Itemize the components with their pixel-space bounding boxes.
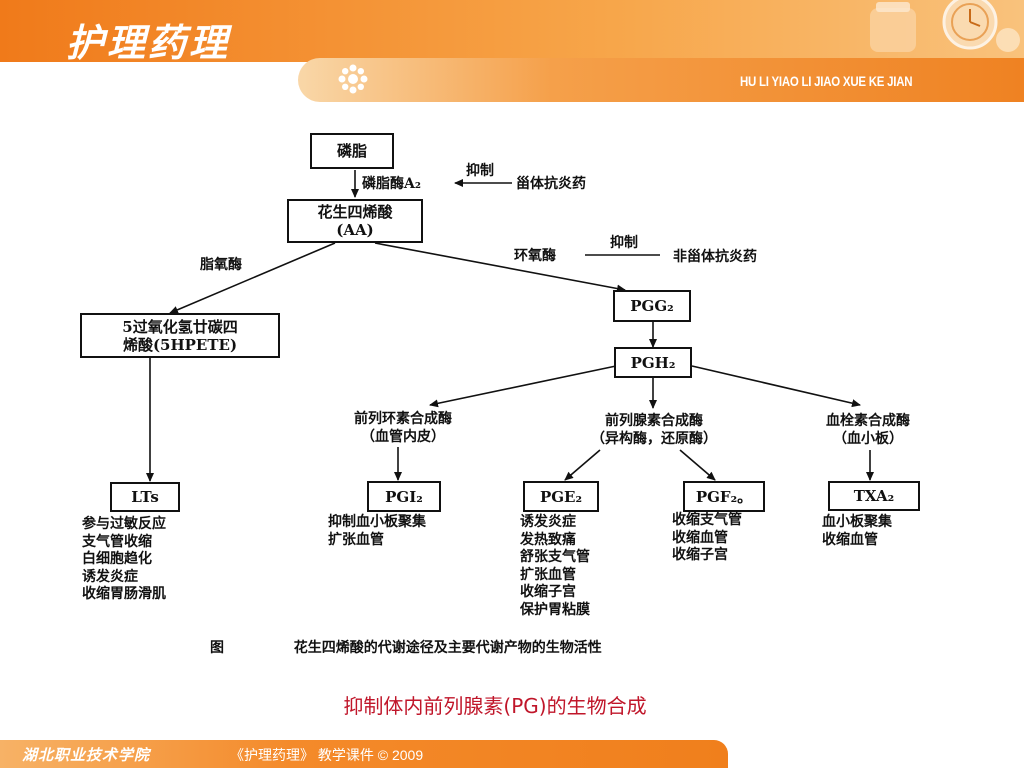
footer-bar [0,740,728,768]
arrow-to-pge2 [564,449,601,481]
label-nsaid: 非甾体抗炎药 [673,249,757,265]
slide-title: 抑制体内前列腺素(PG)的生物合成 [343,694,647,718]
effect-pge2-6: 保护胃粘膜 [520,601,590,618]
node-pgf2: PGF₂。 [683,481,765,512]
label-prostacyclin-synthase-line1: 前列环素合成酶 [354,411,452,427]
node-pgh2-label: PGH₂ [630,353,676,372]
effects-txa2: 血小板聚集 收缩血管 [822,514,892,549]
school-name: 湖北职业技术学院 [22,746,151,764]
header: 护理药理 HU LI YIAO LI JIAO XUE KE JIAN [0,0,1024,105]
label-tx-synthase: 血栓素合成酶 （血小板） [798,412,938,448]
header-subtitle: HU LI YIAO LI JIAO XUE KE JIAN [740,73,913,89]
arrow-pgh2-to-prostacyclin [429,365,617,408]
label-inhibit-1: 抑制 [466,163,494,179]
label-lipoxygenase: 脂氧酶 [200,257,242,273]
effect-pgi2-2: 扩张血管 [328,531,384,548]
arrow-aa-to-pgg2 [374,242,626,293]
effect-lts-1: 参与过敏反应 [82,516,166,532]
effects-pge2: 诱发炎症 发热致痛 舒张支气管 扩张血管 收缩子宫 保护胃粘膜 [520,514,590,619]
node-pgh2: PGH₂ [614,347,692,378]
effect-pgf2-3: 收缩子宫 [672,547,728,563]
arrow-to-pgf2 [679,449,716,481]
effect-txa2-2: 收缩血管 [822,531,878,548]
node-aa-line2: (AA) [336,221,374,239]
node-hpete-line2: 烯酸(5HPETE) [122,335,238,354]
node-phospholipid: 磷脂 [310,133,394,169]
effect-lts-5: 收缩胃肠滑肌 [82,586,166,602]
effect-pge2-5: 收缩子宫 [520,584,576,600]
label-pla2: 磷脂酶A₂ [362,176,421,192]
node-pge2: PGE₂ [523,481,599,512]
header-decoration-icon [870,0,1020,52]
label-pg-synthase-line2: （异构酶，还原酶） [591,431,717,447]
label-pg-synthase-line1: 前列腺素合成酶 [605,413,703,429]
node-phospholipid-label: 磷脂 [336,142,367,160]
node-5hpete: 5过氧化氢廿碳四 烯酸(5HPETE) [80,313,280,358]
effect-pge2-4: 扩张血管 [520,566,576,583]
figure-caption: 图 花生四烯酸的代谢途径及主要代谢产物的生物活性 [210,637,602,657]
effects-lts: 参与过敏反应 支气管收缩 白细胞趋化 诱发炎症 收缩胃肠滑肌 [82,516,166,604]
label-prostacyclin-synthase: 前列环素合成酶 （血管内皮） [318,410,488,446]
effect-pge2-2: 发热致痛 [520,531,576,548]
effect-pgi2-1: 抑制血小板聚集 [328,514,426,530]
effect-txa2-1: 血小板聚集 [822,514,892,530]
figure-caption-prefix: 图 [210,640,224,656]
effect-pge2-1: 诱发炎症 [520,514,576,530]
node-lts: LTs [110,482,180,512]
flower-icon [338,64,368,94]
effects-pgi2: 抑制血小板聚集 扩张血管 [328,514,426,549]
footer-text: 《护理药理》 教学课件 © 2009 [230,747,424,763]
label-cyclooxygenase: 环氧酶 [514,248,556,264]
figure-caption-text: 花生四烯酸的代谢途径及主要代谢产物的生物活性 [293,640,602,656]
effect-pgf2-1: 收缩支气管 [672,512,742,528]
node-pge2-label: PGE₂ [539,487,583,506]
node-pgf2-label: PGF₂。 [695,487,753,506]
node-txa2-label: TXA₂ [853,487,895,505]
app-title: 护理药理 [66,20,231,65]
effect-pge2-3: 舒张支气管 [520,549,590,565]
label-tx-synthase-line2: （血小板） [833,431,903,447]
effect-pgf2-2: 收缩血管 [672,529,728,546]
node-arachidonic-acid: 花生四烯酸 (AA) [287,199,423,243]
effects-pgf2: 收缩支气管 收缩血管 收缩子宫 [672,512,742,565]
label-pg-synthase: 前列腺素合成酶 （异构酶，还原酶） [560,412,748,448]
node-txa2: TXA₂ [828,481,920,511]
node-aa-line1: 花生四烯酸 [317,203,393,221]
node-pgi2: PGI₂ [367,481,441,512]
label-tx-synthase-line1: 血栓素合成酶 [826,413,910,429]
node-pgg2-label: PGG₂ [630,297,674,315]
node-pgg2: PGG₂ [613,290,691,322]
arrow-aa-to-hpete [169,242,336,314]
effect-lts-4: 诱发炎症 [82,568,138,585]
label-steroid: 甾体抗炎药 [516,176,586,192]
node-pgi2-label: PGI₂ [385,487,423,506]
effect-lts-2: 支气管收缩 [82,533,152,550]
arrow-pgh2-to-txsynthase [691,365,861,408]
header-band [298,58,1024,102]
node-lts-label: LTs [131,488,159,506]
effect-lts-3: 白细胞趋化 [82,551,152,567]
header-orange-bar [0,0,1024,62]
label-inhibit-2: 抑制 [610,235,638,251]
node-hpete-line1: 5过氧化氢廿碳四 [122,317,238,336]
label-prostacyclin-synthase-line2: （血管内皮） [361,429,445,445]
